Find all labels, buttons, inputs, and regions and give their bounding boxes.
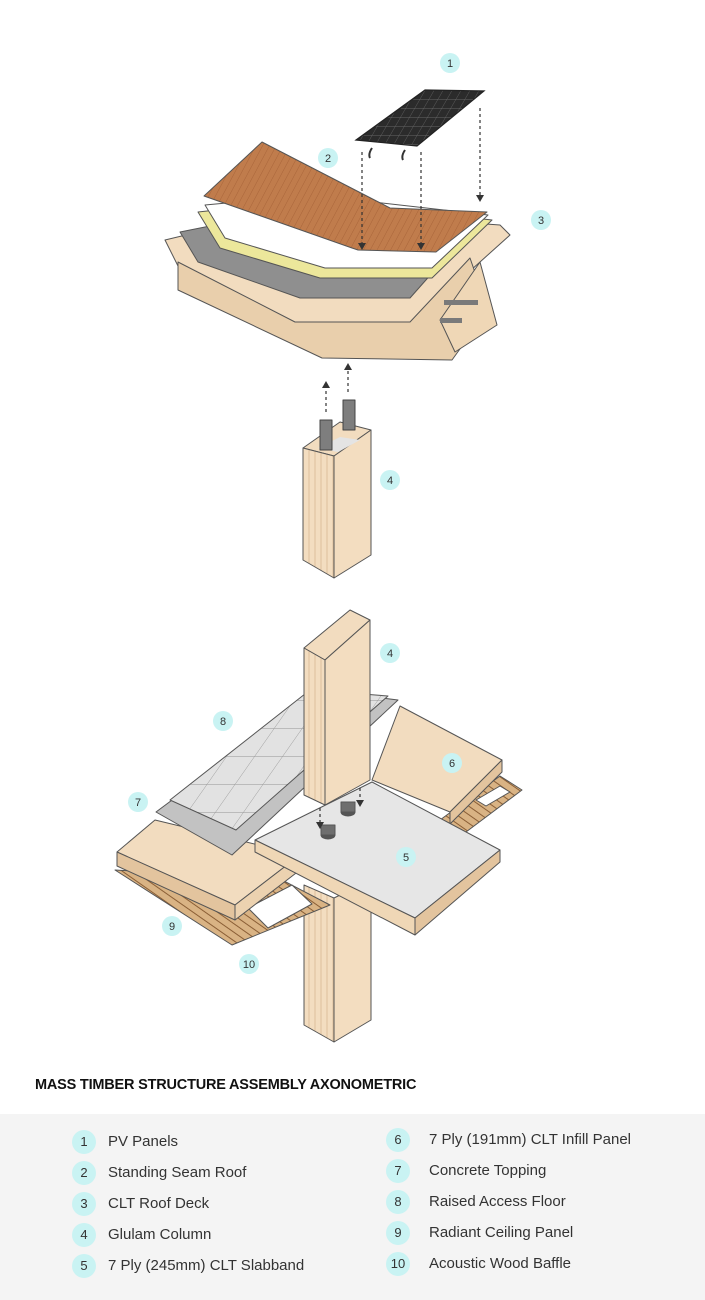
callout-4-lower: 4 bbox=[380, 643, 400, 663]
svg-text:1: 1 bbox=[447, 58, 453, 70]
callout-2: 2 bbox=[318, 148, 338, 168]
legend-number-badge: 4 bbox=[72, 1223, 96, 1247]
floor-assembly bbox=[114, 609, 523, 1043]
arrow-heads bbox=[358, 195, 484, 250]
legend-number-badge: 3 bbox=[72, 1192, 96, 1216]
legend-label: Standing Seam Roof bbox=[108, 1164, 247, 1181]
legend-label: Glulam Column bbox=[108, 1226, 212, 1243]
callout-1: 1 bbox=[440, 53, 460, 73]
legend-number-badge: 7 bbox=[386, 1159, 410, 1183]
callout-4-upper: 4 bbox=[380, 470, 400, 490]
legend-label: Raised Access Floor bbox=[429, 1193, 566, 1210]
callout-6: 6 bbox=[442, 753, 462, 773]
legend-number-badge: 5 bbox=[72, 1254, 96, 1278]
standing-seam-roof bbox=[203, 141, 488, 253]
svg-text:5: 5 bbox=[403, 852, 409, 864]
legend-number-badge: 2 bbox=[72, 1161, 96, 1185]
legend-label: Radiant Ceiling Panel bbox=[429, 1224, 574, 1241]
callout-9: 9 bbox=[162, 916, 182, 936]
callout-5: 5 bbox=[396, 847, 416, 867]
svg-text:10: 10 bbox=[243, 959, 255, 971]
legend-number-badge: 1 bbox=[72, 1130, 96, 1154]
roof-assembly bbox=[164, 141, 511, 361]
axonometric-diagram: 1 2 3 4 4 8 6 7 5 9 10 bbox=[114, 53, 551, 1043]
roof-purlin bbox=[440, 318, 462, 323]
legend-number-badge: 9 bbox=[386, 1221, 410, 1245]
callout-8: 8 bbox=[213, 711, 233, 731]
legend-number-badge: 6 bbox=[386, 1128, 410, 1152]
diagram-title: MASS TIMBER STRUCTURE ASSEMBLY AXONOMETR… bbox=[35, 1077, 417, 1093]
legend-label: Concrete Topping bbox=[429, 1162, 547, 1179]
svg-text:6: 6 bbox=[449, 758, 455, 770]
legend-label: CLT Roof Deck bbox=[108, 1195, 210, 1212]
arrow-heads bbox=[316, 800, 364, 829]
callout-7: 7 bbox=[128, 792, 148, 812]
svg-text:7: 7 bbox=[135, 797, 141, 809]
legend: 1 PV Panels 2 Standing Seam Roof 3 CLT R… bbox=[0, 1114, 705, 1300]
pv-mount-arrows bbox=[361, 108, 481, 243]
svg-text:4: 4 bbox=[387, 648, 393, 660]
legend-number-badge: 10 bbox=[386, 1252, 410, 1276]
pv-panel bbox=[354, 89, 486, 161]
callout-3: 3 bbox=[531, 210, 551, 230]
svg-text:3: 3 bbox=[538, 215, 544, 227]
svg-text:9: 9 bbox=[169, 921, 175, 933]
legend-label: PV Panels bbox=[108, 1133, 179, 1150]
callout-10: 10 bbox=[239, 954, 259, 974]
roof-rafter bbox=[439, 261, 498, 353]
slabband-connector-arrows bbox=[319, 788, 361, 822]
roof-purlin bbox=[444, 300, 478, 305]
legend-label: 7 Ply (245mm) CLT Slabband bbox=[108, 1257, 305, 1274]
legend-number-badge: 8 bbox=[386, 1190, 410, 1214]
arrow-heads bbox=[322, 363, 352, 388]
radiant-ceiling-panel-right bbox=[475, 785, 511, 807]
legend-label: Acoustic Wood Baffle bbox=[429, 1255, 572, 1272]
legend-label: 7 Ply (191mm) CLT Infill Panel bbox=[429, 1131, 632, 1148]
svg-text:2: 2 bbox=[325, 153, 331, 165]
svg-text:4: 4 bbox=[387, 475, 393, 487]
column-connector-arrows bbox=[325, 370, 349, 412]
upper-glulam-column bbox=[302, 399, 372, 579]
svg-text:8: 8 bbox=[220, 716, 226, 728]
radiant-ceiling-panel-left bbox=[247, 884, 313, 929]
